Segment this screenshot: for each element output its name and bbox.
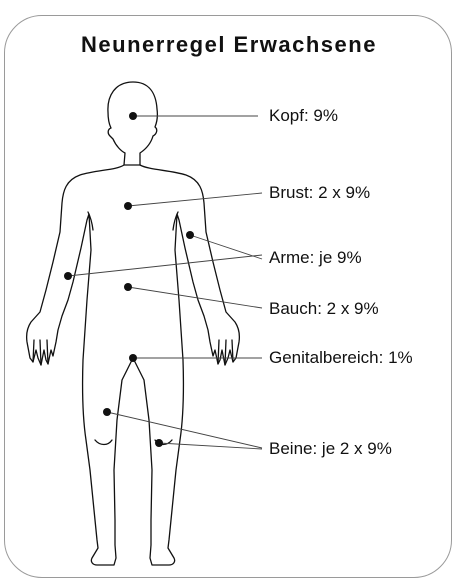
point-bein-left [103,408,111,416]
label-brust: Brust: 2 x 9% [269,183,370,203]
knee-left [95,440,112,445]
label-arme: Arme: je 9% [269,248,362,268]
point-kopf [129,112,137,120]
point-bein-right [155,439,163,447]
body-silhouette [27,165,240,565]
point-genital [129,354,137,362]
leader-beine-right [159,443,262,449]
leader-beine-left [107,412,262,448]
label-genitalbereich: Genitalbereich: 1% [269,348,413,368]
body-outline [27,82,240,565]
marker-points [64,112,194,447]
leader-arme-right [190,235,262,259]
point-arm-right [186,231,194,239]
leader-lines [68,116,262,449]
label-beine: Beine: je 2 x 9% [269,439,392,459]
label-kopf: Kopf: 9% [269,106,338,126]
head-outline [108,82,157,165]
leader-brust [128,193,262,206]
point-bauch [124,283,132,291]
label-bauch: Bauch: 2 x 9% [269,299,379,319]
leader-arme-left [68,255,262,276]
point-brust [124,202,132,210]
point-arm-left [64,272,72,280]
